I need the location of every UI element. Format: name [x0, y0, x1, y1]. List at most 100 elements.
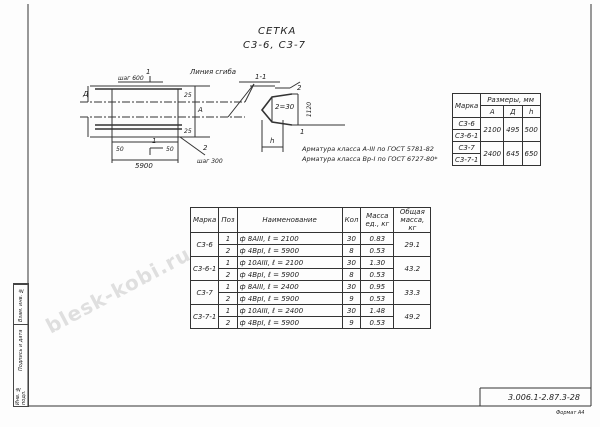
dim-50b: 50	[166, 146, 174, 153]
title-line1: СЕТКА	[258, 26, 297, 37]
unit-mass-cell: 0.53	[360, 292, 395, 305]
name-cell: ф 4ВрI, ℓ = 5900	[236, 268, 343, 281]
header-pos: Поз	[218, 207, 238, 233]
stamp-field: Взам. инв. №	[14, 284, 28, 325]
name-cell: ф 4ВрI, ℓ = 5900	[236, 316, 343, 329]
document-code: 3.006.1-2.87.3-28	[508, 393, 580, 402]
pitch-label: 2=30	[275, 103, 295, 111]
stamp-field: Подпись и дата	[14, 324, 28, 375]
header-sizes: Размеры, мм	[480, 93, 541, 106]
qty-cell: 9	[341, 292, 362, 305]
header-mark: Марка	[189, 207, 220, 233]
unit-mass-cell: 0.53	[360, 244, 395, 257]
specification-table: Марка Поз Наименование Кол Масса ед., кг…	[189, 207, 432, 329]
pos-cell: 1	[218, 280, 238, 293]
qty-cell: 8	[341, 268, 362, 281]
value-h: 650	[521, 141, 541, 166]
dimensions-table: Марка Размеры, мм А Д h С3-6 2100 495 50…	[451, 93, 541, 166]
dim-a: А	[198, 106, 203, 114]
name-cell: ф 8АIII, ℓ = 2400	[236, 280, 343, 293]
table-row: С3-7 2400 645 650	[451, 141, 541, 166]
header-qty: Кол	[341, 207, 362, 233]
pos-cell: 2	[218, 268, 238, 281]
pos2-label: 2	[297, 84, 302, 92]
value-d: 645	[503, 141, 523, 166]
unit-mass-cell: 0.83	[360, 232, 395, 245]
dim-25a: 25	[184, 92, 192, 99]
format-label: Формат А4	[556, 410, 585, 416]
unit-mass-cell: 1.30	[360, 256, 395, 269]
mark: С3-6	[451, 117, 482, 130]
mark-cell: С3-7	[189, 280, 220, 305]
qty-cell: 30	[341, 280, 362, 293]
mark-cell: С3-6	[189, 232, 220, 257]
section-mark-bottom: 1	[152, 137, 157, 145]
qty-cell: 30	[341, 256, 362, 269]
step-bottom: шаг 300	[197, 158, 223, 165]
name-cell: ф 10АIII, ℓ = 2400	[236, 304, 343, 317]
total-mass-cell: 29.1	[393, 232, 432, 257]
value-a: 2400	[480, 141, 505, 166]
title-line2: С3-6, С3-7	[243, 40, 306, 51]
unit-mass-cell: 1.48	[360, 304, 395, 317]
mark: С3-7-1	[451, 153, 482, 166]
pos-cell: 2	[218, 292, 238, 305]
dim-1120: 1120	[306, 101, 314, 118]
name-cell: ф 4ВрI, ℓ = 5900	[236, 244, 343, 257]
unit-mass-cell: 0.95	[360, 280, 395, 293]
pos-cell: 1	[218, 256, 238, 269]
dim-d-top: Д	[83, 90, 89, 98]
unit-mass-cell: 0.53	[360, 268, 395, 281]
qty-cell: 8	[341, 244, 362, 257]
mark: С3-6-1	[451, 129, 482, 142]
header-a: А	[480, 105, 505, 118]
note-1: Арматура класса A-III по ГОСТ 5781-82	[302, 145, 434, 153]
qty-cell: 9	[341, 316, 362, 329]
pos-cell: 1	[218, 304, 238, 317]
name-cell: ф 8АIII, ℓ = 2100	[236, 232, 343, 245]
table-row: С3-6 2100 495 500	[451, 117, 541, 142]
dim-length: 5900	[135, 162, 153, 170]
mark-cell: С3-7-1	[189, 304, 220, 329]
section-label: 1-1	[255, 73, 267, 81]
dim-50a: 50	[116, 146, 124, 153]
value-d: 495	[503, 117, 523, 142]
pos-cell: 1	[218, 232, 238, 245]
total-mass-cell: 49.2	[393, 304, 432, 329]
name-cell: ф 10АIII, ℓ = 2100	[236, 256, 343, 269]
qty-cell: 30	[341, 304, 362, 317]
pos2-plan: 2	[203, 144, 208, 152]
mark: С3-7	[451, 141, 482, 154]
name-cell: ф 4ВрI, ℓ = 5900	[236, 292, 343, 305]
pos-cell: 2	[218, 244, 238, 257]
section-mark-top: 1	[146, 68, 151, 76]
dim-25b: 25	[184, 128, 192, 135]
header-name: Наименование	[236, 207, 343, 233]
total-mass-cell: 33.3	[393, 280, 432, 305]
step-top: шаг 600	[118, 75, 144, 82]
unit-mass-cell: 0.53	[360, 316, 395, 329]
header-unit-mass: Масса ед., кг	[360, 207, 395, 233]
qty-cell: 30	[341, 232, 362, 245]
value-h: 500	[521, 117, 541, 142]
stamp-field: Инв. № подл.	[15, 385, 27, 405]
pos-cell: 2	[218, 316, 238, 329]
total-mass-cell: 43.2	[393, 256, 432, 281]
mark-cell: С3-6-1	[189, 256, 220, 281]
header-h: h	[521, 105, 541, 118]
dim-h: h	[270, 137, 275, 145]
header-mark: Марка	[451, 93, 482, 118]
header-d: Д	[503, 105, 523, 118]
note-2: Арматура класса Вр-I по ГОСТ 6727-80*	[302, 155, 438, 163]
header-total-mass: Общая масса, кг	[393, 207, 432, 233]
side-stamp: Взам. инв. № Подпись и дата Инв. № подл.	[13, 283, 29, 407]
